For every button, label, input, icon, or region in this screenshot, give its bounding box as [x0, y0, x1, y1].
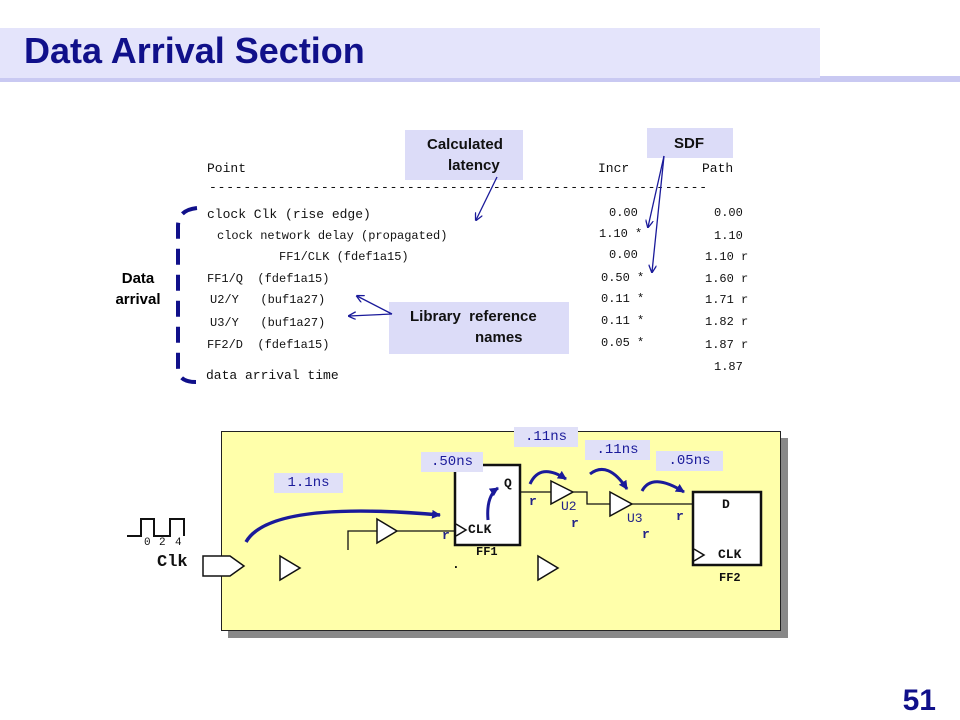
row-path: 1.82 r	[705, 315, 749, 329]
callout-sdf: SDF	[647, 128, 733, 158]
page-title: Data Arrival Section	[24, 30, 365, 71]
waveform-tick: 0	[144, 537, 151, 549]
library-arrow-2	[349, 314, 393, 316]
waveform-tick: 2	[159, 537, 166, 549]
total-path: 1.87	[714, 360, 743, 374]
data-arrival-label: Data arrival	[110, 268, 166, 310]
row-incr: 0.00	[609, 206, 638, 220]
rise-marker: r	[676, 509, 684, 524]
row-point: clock Clk (rise edge)	[207, 207, 371, 222]
ff2-delay-arrow	[640, 480, 685, 494]
ff1-label: FF1	[476, 545, 498, 559]
row-incr: 0.11 *	[601, 314, 645, 328]
callout-library-reference: Library reference names	[389, 302, 569, 354]
sdf-arrow-1	[648, 155, 665, 227]
buffer-icon	[537, 554, 560, 582]
wire	[520, 491, 693, 505]
row-point: FF2/D (fdef1a15)	[207, 338, 330, 352]
callout-line: Library reference	[410, 308, 537, 325]
rise-marker: r	[571, 516, 579, 531]
ff1-clk-pin: CLK	[468, 522, 492, 537]
page-number: 51	[902, 684, 936, 717]
row-point: U3/Y (buf1a27)	[210, 316, 326, 330]
u2-buffer-icon	[550, 479, 575, 506]
u3-label: U3	[627, 511, 643, 526]
rise-marker: r	[642, 527, 650, 542]
header-incr: Incr	[598, 161, 630, 176]
title-rule	[820, 76, 960, 82]
label-line: arrival	[115, 291, 161, 308]
row-incr: 0.00	[609, 248, 638, 262]
callout-calculated-latency: Calculated latency	[405, 130, 523, 180]
delay-ff2: .05ns	[656, 451, 723, 471]
sdf-arrow-2	[652, 155, 665, 272]
row-path: 1.10	[714, 229, 743, 243]
row-point: FF1/Q (fdef1a15)	[207, 272, 330, 286]
total-point: data arrival time	[206, 368, 339, 383]
ff2-clk-pin: CLK	[718, 547, 742, 562]
row-incr: 0.11 *	[601, 292, 645, 306]
u3-buffer-icon	[609, 490, 634, 518]
ff2-d-pin: D	[722, 497, 730, 512]
delay-u2: .11ns	[514, 427, 578, 447]
separator: ----------------------------------------…	[209, 180, 708, 195]
u2-label: U2	[561, 499, 577, 514]
title-underline	[0, 78, 820, 82]
row-point: U2/Y (buf1a27)	[210, 293, 326, 307]
waveform-tick: 4	[175, 537, 182, 549]
row-incr: 1.10 *	[599, 227, 643, 241]
row-path: 1.87 r	[705, 338, 749, 352]
rise-marker: r	[529, 494, 537, 509]
ff1-q-pin: Q	[504, 476, 512, 491]
ff1-clock-pin-icon	[455, 523, 468, 537]
row-incr: 0.50 *	[601, 271, 645, 285]
buffer-icon	[279, 554, 302, 582]
ff2-box	[691, 490, 763, 567]
row-path: 1.10 r	[705, 250, 749, 264]
data-arrival-bracket	[176, 206, 198, 384]
row-path: 1.71 r	[705, 293, 749, 307]
clock-buffer-icon	[376, 517, 399, 545]
row-path: 1.60 r	[705, 272, 749, 286]
row-path: 0.00	[714, 206, 743, 220]
delay-u3: .11ns	[585, 440, 650, 460]
clock-port-icon	[202, 555, 246, 577]
callout-line: latency	[448, 157, 500, 174]
delay-ff1: .50ns	[421, 452, 483, 472]
row-point: FF1/CLK (fdef1a15)	[279, 250, 409, 264]
dot-mark: .	[452, 557, 460, 572]
header-path: Path	[702, 161, 734, 176]
wire	[347, 530, 455, 550]
row-point: clock network delay (propagated)	[217, 229, 448, 243]
latency-arrow	[476, 176, 498, 220]
header-point: Point	[207, 161, 247, 176]
u2-delay-arrow	[528, 470, 567, 485]
label-line: Data	[121, 270, 155, 287]
callout-line: SDF	[674, 135, 704, 152]
row-incr: 0.05 *	[601, 336, 645, 350]
ff2-label: FF2	[719, 571, 741, 585]
clk-network-delay-arrow	[244, 509, 441, 543]
library-arrow-1	[357, 296, 393, 315]
rise-marker: r	[442, 528, 450, 543]
ff1-delay-arrow	[486, 486, 499, 521]
delay-clk-network: 1.1ns	[274, 473, 343, 493]
clock-port-label: Clk	[157, 553, 188, 572]
ff2-clock-pin-icon	[693, 548, 706, 562]
callout-line: Calculated	[427, 136, 503, 153]
callout-line: names	[475, 329, 523, 346]
title-band	[0, 28, 820, 78]
clock-waveform-icon	[127, 518, 185, 537]
u3-delay-arrow	[589, 468, 629, 490]
